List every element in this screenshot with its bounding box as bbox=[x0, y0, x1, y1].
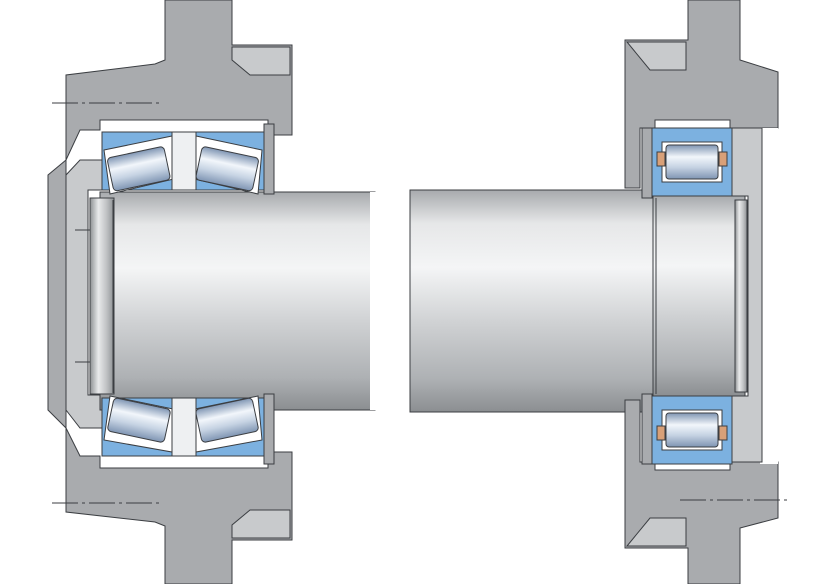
right-bearing-top bbox=[641, 127, 733, 199]
left-bearing-top bbox=[101, 123, 275, 195]
left-bearing-top-roller-a bbox=[107, 146, 171, 192]
left-bearing-bottom-roller-a bbox=[107, 397, 171, 443]
shaft-right-body bbox=[409, 189, 656, 413]
left-housing-bottom bbox=[65, 427, 293, 584]
left-housing-top-recess bbox=[231, 46, 291, 76]
right-bearing-bottom-roller bbox=[665, 412, 719, 448]
left-bearing-top-roller-b bbox=[195, 146, 259, 192]
left-bearing-top-seal-ring bbox=[263, 123, 275, 195]
right-bearing-top-seal-a bbox=[656, 151, 666, 167]
left-bearing-bottom bbox=[101, 393, 275, 465]
right-bearing-bottom-seal-b bbox=[718, 425, 728, 441]
left-bearing-bottom-roller-b bbox=[195, 397, 259, 443]
shaft-right-journal bbox=[652, 195, 746, 397]
right-bearing-top-roller bbox=[665, 144, 719, 180]
shaft-left-body bbox=[99, 191, 376, 411]
left-housing-top bbox=[65, 0, 293, 161]
shaft-left bbox=[89, 191, 376, 411]
left-bearing-bottom-seal-ring bbox=[263, 393, 275, 465]
right-bearing-bottom-seal-a bbox=[656, 425, 666, 441]
left-bearing-top-spacer bbox=[171, 131, 197, 191]
shaft-left-end bbox=[89, 197, 115, 395]
shaft-break-left bbox=[370, 192, 376, 410]
shaft-right-end bbox=[734, 199, 748, 393]
left-bearing-bottom-spacer bbox=[171, 397, 197, 457]
right-bearing-top-seal-b bbox=[718, 151, 728, 167]
right-housing-gap bbox=[760, 128, 778, 464]
right-housing-bottom-recess bbox=[625, 517, 687, 547]
right-bearing-bottom bbox=[641, 393, 733, 465]
left-housing-bottom-recess bbox=[231, 509, 291, 539]
shaft-right bbox=[409, 189, 748, 413]
right-bearing-bottom-spacer bbox=[641, 393, 653, 465]
right-bearing-top-spacer bbox=[641, 127, 653, 199]
right-housing-top-recess bbox=[625, 41, 687, 71]
left-housing bbox=[47, 0, 293, 584]
right-housing bbox=[624, 0, 779, 584]
